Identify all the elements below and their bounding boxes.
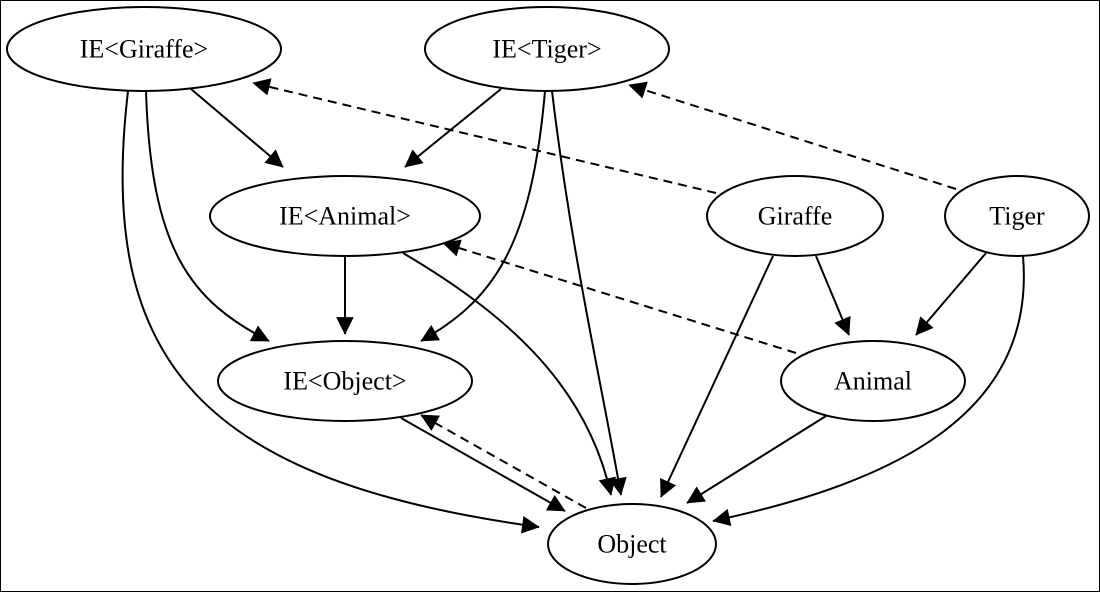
- node-label: Object: [597, 530, 667, 559]
- edge-object-ieobject: [420, 414, 587, 509]
- node-ie-giraffe[interactable]: IE<Giraffe>: [6, 6, 282, 92]
- node-ie-object[interactable]: IE<Object>: [217, 340, 473, 422]
- edge-ieobject-object: [400, 417, 566, 512]
- node-label: IE<Animal>: [279, 202, 411, 231]
- node-label: Animal: [834, 367, 912, 396]
- node-object[interactable]: Object: [547, 503, 717, 585]
- node-label: IE<Object>: [283, 367, 406, 396]
- edge-giraffe-iegiraffe: [252, 78, 717, 194]
- edge-tiger-ietiger: [628, 81, 957, 190]
- edge-tiger-animal: [915, 252, 987, 336]
- edge-giraffe-animal: [815, 255, 851, 336]
- edge-iegiraffe-ieanimal: [190, 88, 284, 168]
- node-ie-animal[interactable]: IE<Animal>: [209, 175, 481, 257]
- edge-tiger-object: [712, 255, 1025, 527]
- edge-iegiraffe-object: [121, 90, 540, 534]
- edge-animal-ieanimal: [442, 239, 797, 354]
- edge-ietiger-object: [551, 90, 627, 496]
- node-animal[interactable]: Animal: [780, 340, 966, 422]
- edge-giraffe-object: [660, 255, 774, 498]
- node-tiger[interactable]: Tiger: [944, 175, 1090, 257]
- node-label: Tiger: [989, 202, 1045, 231]
- edge-ietiger-ieanimal: [404, 88, 502, 168]
- node-label: IE<Giraffe>: [80, 35, 208, 64]
- node-label: IE<Tiger>: [492, 35, 601, 64]
- edge-animal-object: [686, 415, 827, 504]
- node-ie-tiger[interactable]: IE<Tiger>: [424, 6, 670, 92]
- edge-iegiraffe-ieobject: [145, 90, 270, 342]
- node-label: Giraffe: [758, 202, 833, 231]
- node-giraffe[interactable]: Giraffe: [706, 175, 884, 257]
- edge-ieanimal-object: [402, 252, 616, 496]
